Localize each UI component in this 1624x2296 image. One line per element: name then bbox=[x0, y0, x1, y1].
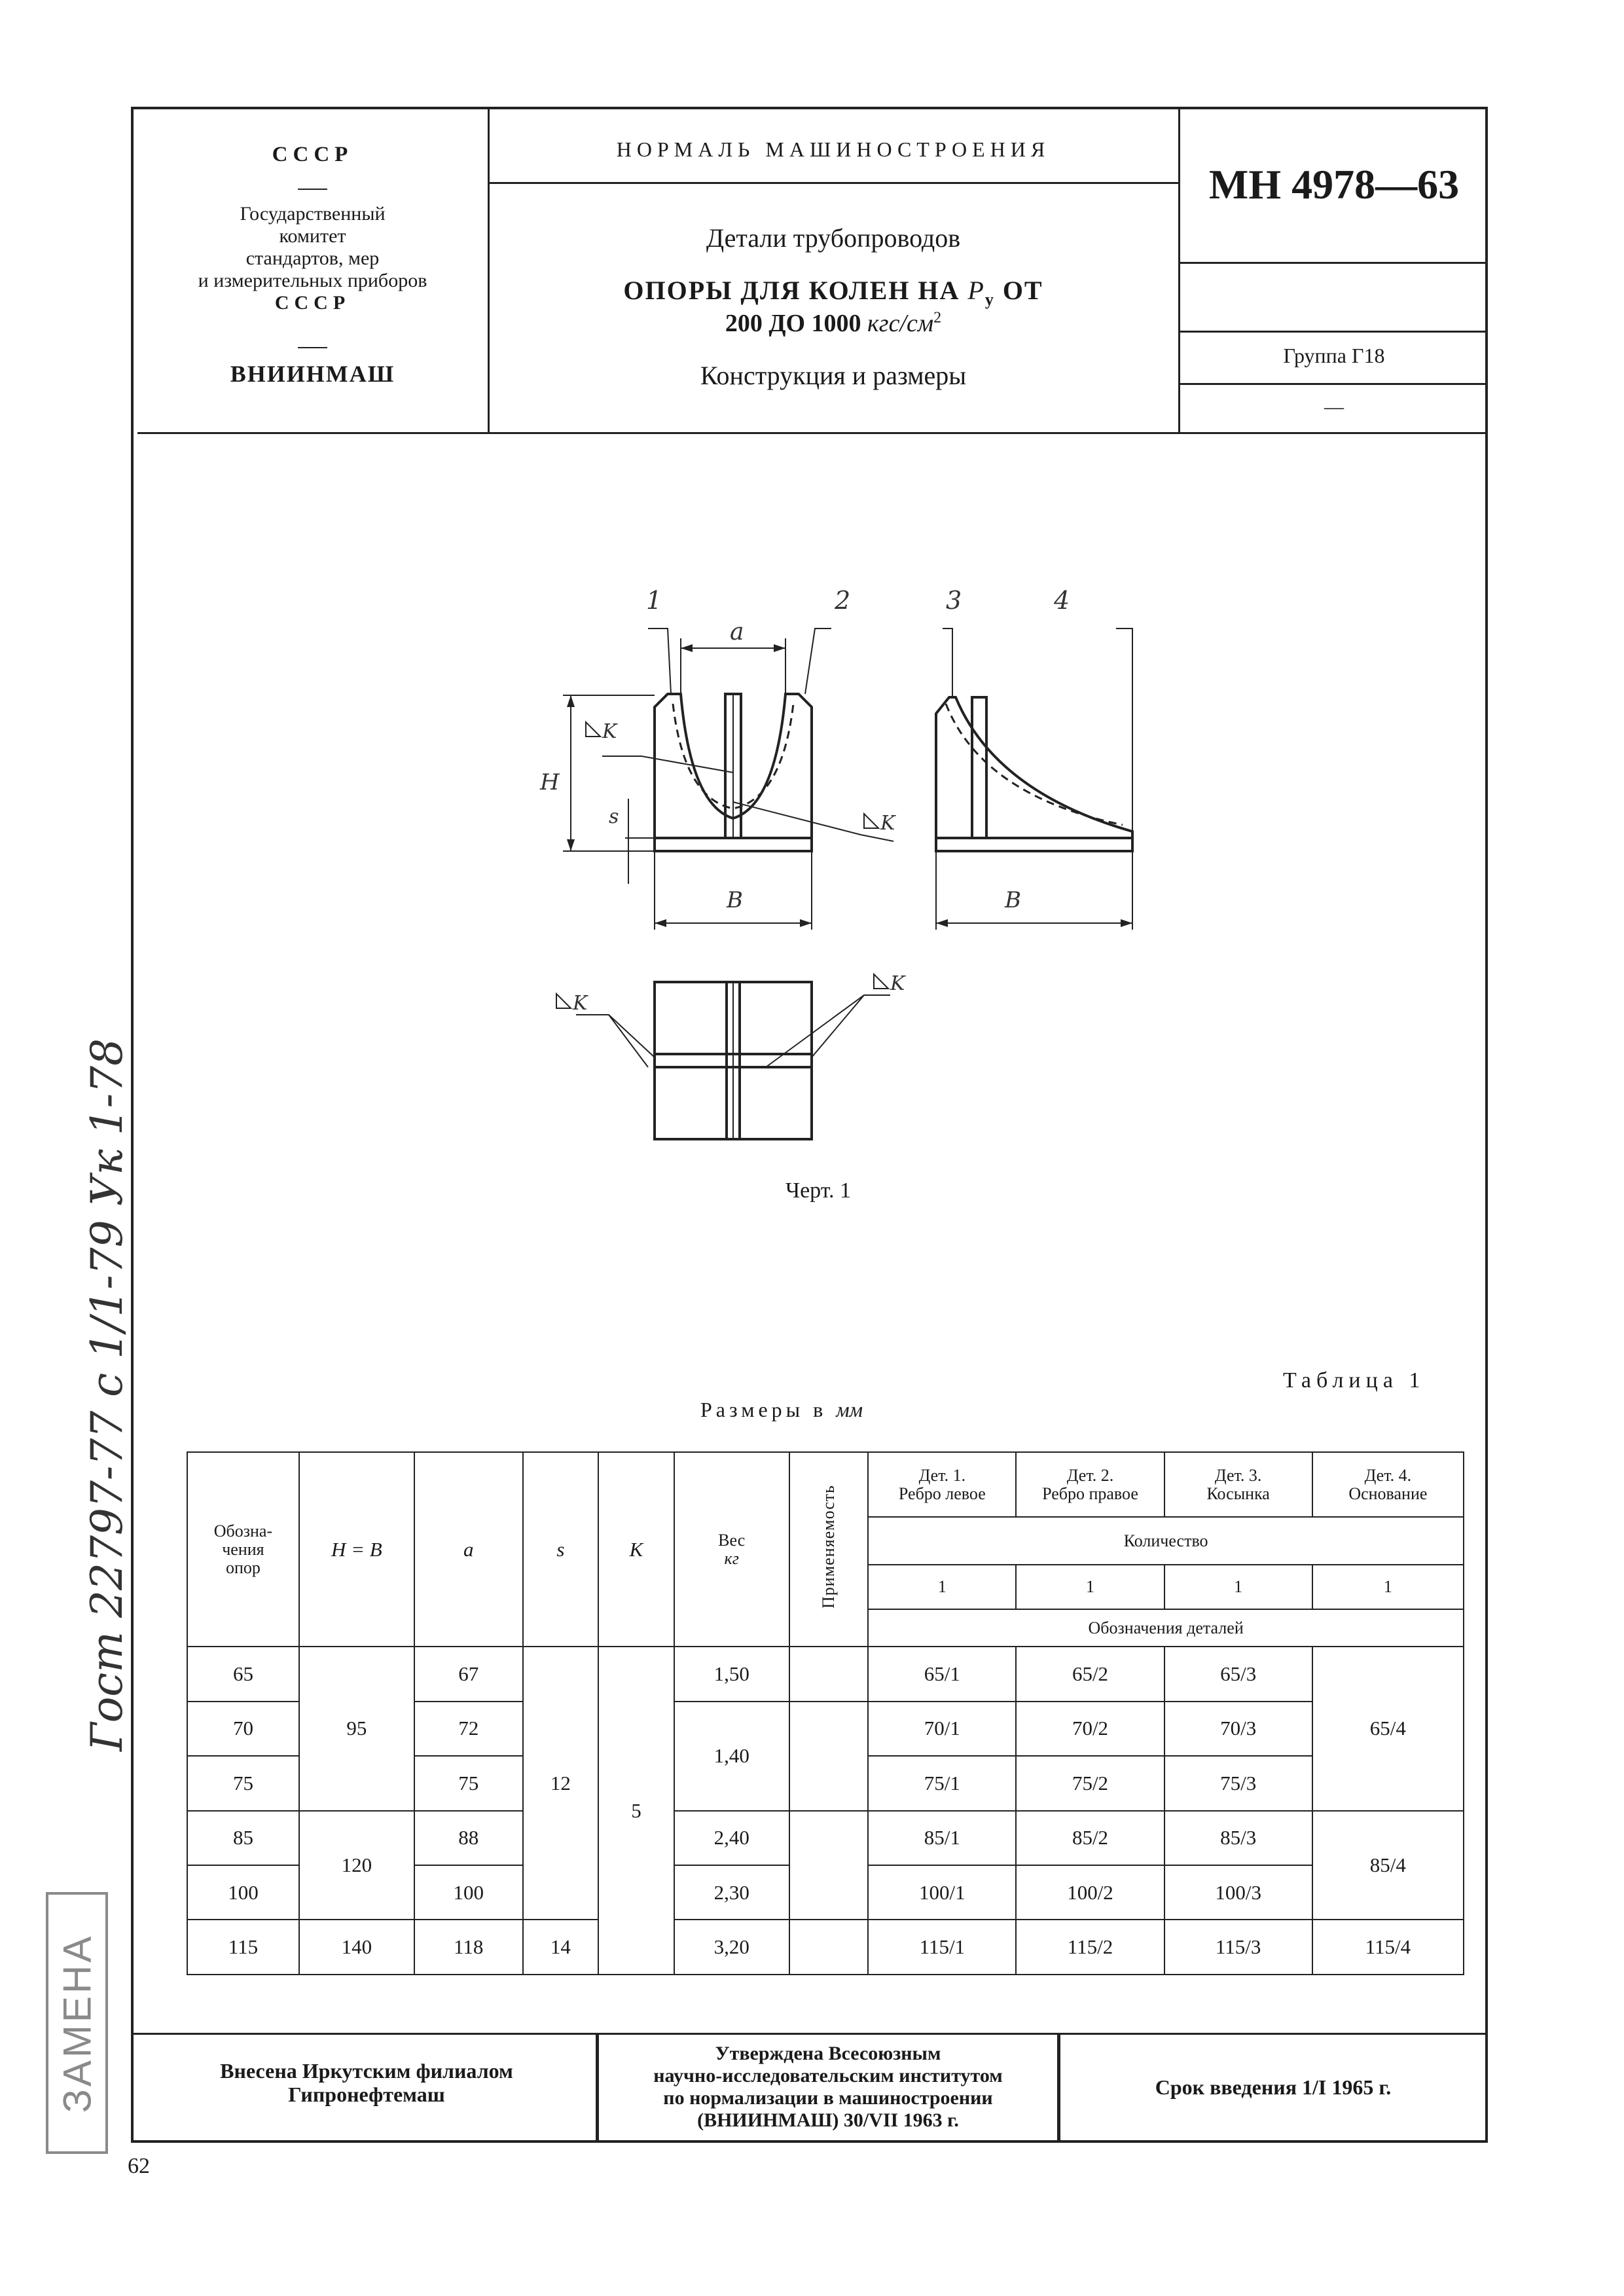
side-view bbox=[935, 628, 1134, 930]
th-qty-1: 1 bbox=[867, 1564, 1017, 1610]
table-row: 115 140 118 14 3,20 115/1 115/2 115/3 11… bbox=[187, 1919, 1465, 1975]
margin-handwriting: Гост 22797-77 с 1/1-79 Ук 1-78 bbox=[82, 1038, 132, 1751]
dim-B-right-label: B bbox=[1005, 887, 1021, 913]
table-label: Таблица 1 bbox=[1283, 1368, 1426, 1393]
figure-caption: Черт. 1 bbox=[785, 1178, 852, 1203]
th-a: a bbox=[413, 1451, 524, 1648]
replacement-stamp: ЗАМЕНА bbox=[46, 1892, 108, 2154]
subtitle: Конструкция и размеры bbox=[700, 361, 967, 390]
dim-a-label: a bbox=[730, 619, 744, 646]
th-applicability: Применяемость bbox=[788, 1451, 869, 1648]
th-det2: Дет. 2.Ребро правое bbox=[1015, 1451, 1165, 1518]
org-ussr: СССР bbox=[272, 143, 353, 166]
header-rule-right-2 bbox=[1178, 331, 1488, 333]
callout-2: 2 bbox=[835, 586, 851, 615]
th-det4: Дет. 4.Основание bbox=[1311, 1451, 1465, 1518]
callout-4: 4 bbox=[1054, 586, 1070, 615]
org-vniinmash: ВНИИНМАШ bbox=[230, 361, 395, 387]
th-qty-4: 1 bbox=[1311, 1564, 1465, 1610]
table-row: 100 100 2,30 100/1 100/2 100/3 bbox=[187, 1865, 1464, 1921]
header-rule bbox=[488, 182, 1178, 184]
dim-s-label: s bbox=[609, 805, 619, 828]
th-part-designations: Обозначения деталей bbox=[867, 1608, 1464, 1648]
dash: — bbox=[1324, 396, 1344, 418]
top-view bbox=[576, 981, 890, 1140]
table-row: 70 72 1,40 70/1 70/2 70/3 bbox=[187, 1700, 1464, 1812]
page-frame bbox=[131, 107, 1488, 2143]
header-rule-right-1 bbox=[1178, 262, 1488, 264]
title-line-1: ОПОРЫ ДЛЯ КОЛЕН НА Pу ОТ bbox=[623, 276, 1043, 309]
th-s: s bbox=[522, 1451, 600, 1648]
table-row: 65 95 67 12 5 1,50 65/1 65/2 65/3 65/4 bbox=[187, 1646, 1465, 1975]
table-row: 85 120 88 2,40 85/1 85/2 85/3 85/4 bbox=[187, 1810, 1465, 1921]
weld-k-label-2: K bbox=[880, 812, 895, 835]
dim-B-left-label: B bbox=[727, 887, 743, 913]
th-qty-3: 1 bbox=[1163, 1564, 1313, 1610]
footer-divider-2 bbox=[1057, 2033, 1060, 2143]
subject: Детали трубопроводов bbox=[706, 223, 961, 253]
small-divider bbox=[298, 189, 327, 190]
units-label: Размеры в мм bbox=[700, 1398, 863, 1421]
th-qty-2: 1 bbox=[1015, 1564, 1165, 1610]
header-bottom-rule bbox=[137, 432, 1488, 434]
th-hb: H = B bbox=[298, 1451, 415, 1648]
title-line-2: 200 ДО 1000 кгс/см2 bbox=[725, 309, 942, 337]
table-row: 75 75 75/1 75/2 75/3 bbox=[187, 1755, 1464, 1812]
footer-effective: Срок введения 1/I 1965 г. bbox=[1155, 2075, 1392, 2099]
callout-3: 3 bbox=[946, 586, 962, 615]
normal-title: НОРМАЛЬ МАШИНОСТРОЕНИЯ bbox=[616, 137, 1051, 161]
th-k: K bbox=[598, 1451, 675, 1648]
footer-top-rule bbox=[131, 2033, 1488, 2035]
weld-k-label-3: K bbox=[573, 992, 588, 1015]
page-number: 62 bbox=[128, 2154, 150, 2178]
org-committee: Государственный комитет стандартов, мер … bbox=[198, 203, 427, 314]
header-rule-right-3 bbox=[1178, 383, 1488, 385]
header-divider-2 bbox=[1178, 107, 1180, 434]
callout-1: 1 bbox=[646, 586, 662, 615]
doc-number: МН 4978—63 bbox=[1208, 161, 1460, 208]
header-divider-1 bbox=[488, 107, 490, 434]
th-det1: Дет. 1.Ребро левое bbox=[867, 1451, 1017, 1518]
technical-drawing bbox=[556, 628, 1134, 1140]
front-view bbox=[563, 628, 894, 930]
weld-k-label-1: K bbox=[602, 720, 617, 743]
small-divider-2 bbox=[298, 347, 327, 348]
group: Группа Г18 bbox=[1283, 344, 1385, 367]
dim-H-label: H bbox=[540, 769, 560, 795]
weld-k-label-4: K bbox=[890, 972, 905, 995]
th-quantity: Количество bbox=[867, 1516, 1464, 1566]
th-det3: Дет. 3.Косынка bbox=[1163, 1451, 1313, 1518]
footer-divider-1 bbox=[596, 2033, 599, 2143]
